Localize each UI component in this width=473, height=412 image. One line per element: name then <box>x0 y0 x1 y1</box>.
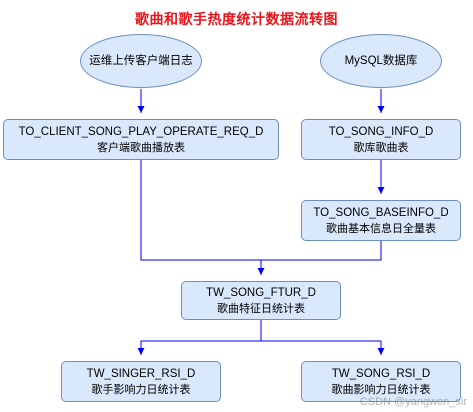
node-song-ftur-desc: 歌曲特征日统计表 <box>217 301 305 315</box>
node-song-rsi-name: TW_SONG_RSI_D <box>331 367 431 380</box>
node-client-play: TO_CLIENT_SONG_PLAY_OPERATE_REQ_D 客户端歌曲播… <box>3 119 279 160</box>
node-song-rsi: TW_SONG_RSI_D 歌曲影响力日统计表 <box>301 361 461 402</box>
node-client-play-desc: 客户端歌曲播放表 <box>97 140 185 154</box>
node-song-ftur-name: TW_SONG_FTUR_D <box>206 286 316 299</box>
node-mysql-source: MySQL数据库 <box>320 34 442 88</box>
watermark: CSDN @yangwen_sir <box>359 396 467 408</box>
edge-client-play-to-ftur <box>140 160 265 275</box>
node-song-info-desc: 歌库歌曲表 <box>353 140 409 154</box>
node-singer-rsi-desc: 歌手影响力日统计表 <box>91 382 191 396</box>
node-singer-rsi-name: TW_SINGER_RSI_D <box>86 367 196 380</box>
edge-baseinfo-to-ftur <box>261 241 382 261</box>
edge-ftur-to-song-rsi <box>261 340 385 355</box>
node-log-source-label: 运维上传客户端日志 <box>89 54 193 67</box>
node-song-baseinfo-name: TO_SONG_BASEINFO_D <box>313 206 449 219</box>
diagram-title: 歌曲和歌手热度统计数据流转图 <box>135 12 338 28</box>
edge-ftur-to-singer-rsi <box>137 320 262 355</box>
node-song-info: TO_SONG_INFO_D 歌库歌曲表 <box>301 119 461 160</box>
node-log-source: 运维上传客户端日志 <box>80 34 202 88</box>
node-song-ftur: TW_SONG_FTUR_D 歌曲特征日统计表 <box>181 281 341 320</box>
node-song-info-name: TO_SONG_INFO_D <box>328 125 434 138</box>
node-singer-rsi: TW_SINGER_RSI_D 歌手影响力日统计表 <box>61 361 221 402</box>
node-mysql-source-label: MySQL数据库 <box>344 54 418 67</box>
node-song-baseinfo: TO_SONG_BASEINFO_D 歌曲基本信息日全量表 <box>301 200 461 241</box>
node-client-play-name: TO_CLIENT_SONG_PLAY_OPERATE_REQ_D <box>18 125 264 138</box>
node-song-rsi-desc: 歌曲影响力日统计表 <box>331 382 431 396</box>
node-song-baseinfo-desc: 歌曲基本信息日全量表 <box>326 221 436 235</box>
